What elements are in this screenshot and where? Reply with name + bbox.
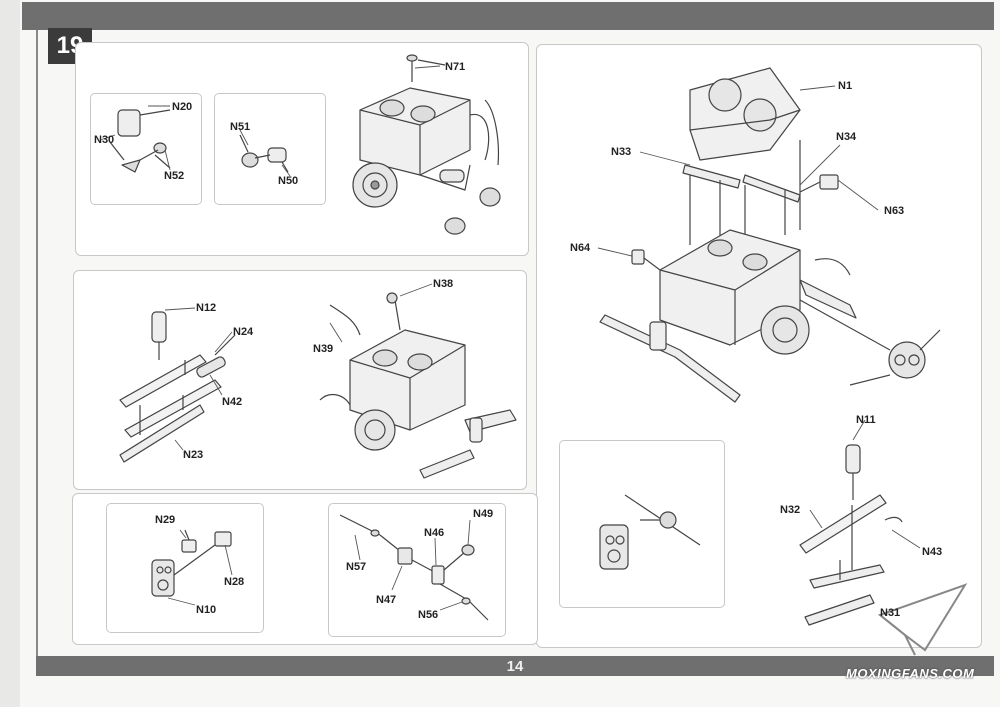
part-label-n51: N51 [230, 121, 251, 133]
part-label-n57: N57 [346, 561, 367, 573]
inset-n57-n46-n49 [328, 503, 506, 637]
watermark-text: MOXINGFANS.COM [846, 666, 975, 681]
part-label-n64: N64 [570, 242, 591, 254]
engine-illustration-top [352, 54, 501, 235]
engine-illustration-main [599, 67, 941, 403]
part-label-n46: N46 [424, 527, 445, 539]
parts-n51-n50 [239, 134, 289, 173]
part-label-n1: N1 [838, 80, 853, 92]
part-label-n50: N50 [278, 175, 299, 187]
left-margin-rule [36, 30, 38, 660]
part-label-n11: N11 [856, 414, 876, 426]
part-label-n12: N12 [196, 302, 217, 314]
page-number: 14 [506, 657, 524, 675]
parts-n12-n24-n42-n23 [119, 311, 236, 463]
parts-n57-n46-n49-n47-n56 [339, 514, 489, 621]
panel-engine-middle [73, 270, 527, 490]
parts-n11-n32-n43-n31 [799, 444, 903, 626]
parts-n20-n30-n52 [109, 109, 171, 173]
part-label-n29: N29 [155, 514, 176, 526]
part-label-n24: N24 [233, 326, 254, 338]
inset-gear-assembly [559, 440, 725, 608]
part-label-n63: N63 [884, 205, 905, 217]
part-label-n32: N32 [780, 504, 801, 516]
part-label-n33: N33 [611, 146, 632, 158]
engine-illustration-middle [319, 292, 517, 479]
parts-n29-n28-n10 [151, 529, 232, 597]
part-label-n56: N56 [418, 609, 439, 621]
part-label-n47: N47 [376, 594, 397, 606]
inset-n29-n28-n10 [106, 503, 264, 633]
part-label-n31: N31 [880, 607, 901, 619]
part-label-n34: N34 [836, 131, 857, 143]
parts-gear-assembly [599, 494, 701, 570]
part-label-n71: N71 [445, 61, 466, 73]
leader-lines [99, 65, 921, 611]
part-label-n39: N39 [313, 343, 334, 355]
footer-band: 14 [36, 656, 994, 676]
part-label-n30: N30 [94, 134, 115, 146]
part-label-n20: N20 [172, 101, 193, 113]
watermark-plane-icon [877, 583, 968, 656]
part-label-n49: N49 [473, 508, 494, 520]
part-label-n10: N10 [196, 604, 217, 616]
part-label-n23: N23 [183, 449, 204, 461]
inset-n20-n30-n52 [90, 93, 202, 205]
part-label-n43: N43 [922, 546, 943, 558]
part-label-n28: N28 [224, 576, 245, 588]
part-label-n52: N52 [164, 170, 185, 182]
part-label-n38: N38 [433, 278, 454, 290]
part-label-n42: N42 [222, 396, 243, 408]
header-band [22, 2, 994, 30]
